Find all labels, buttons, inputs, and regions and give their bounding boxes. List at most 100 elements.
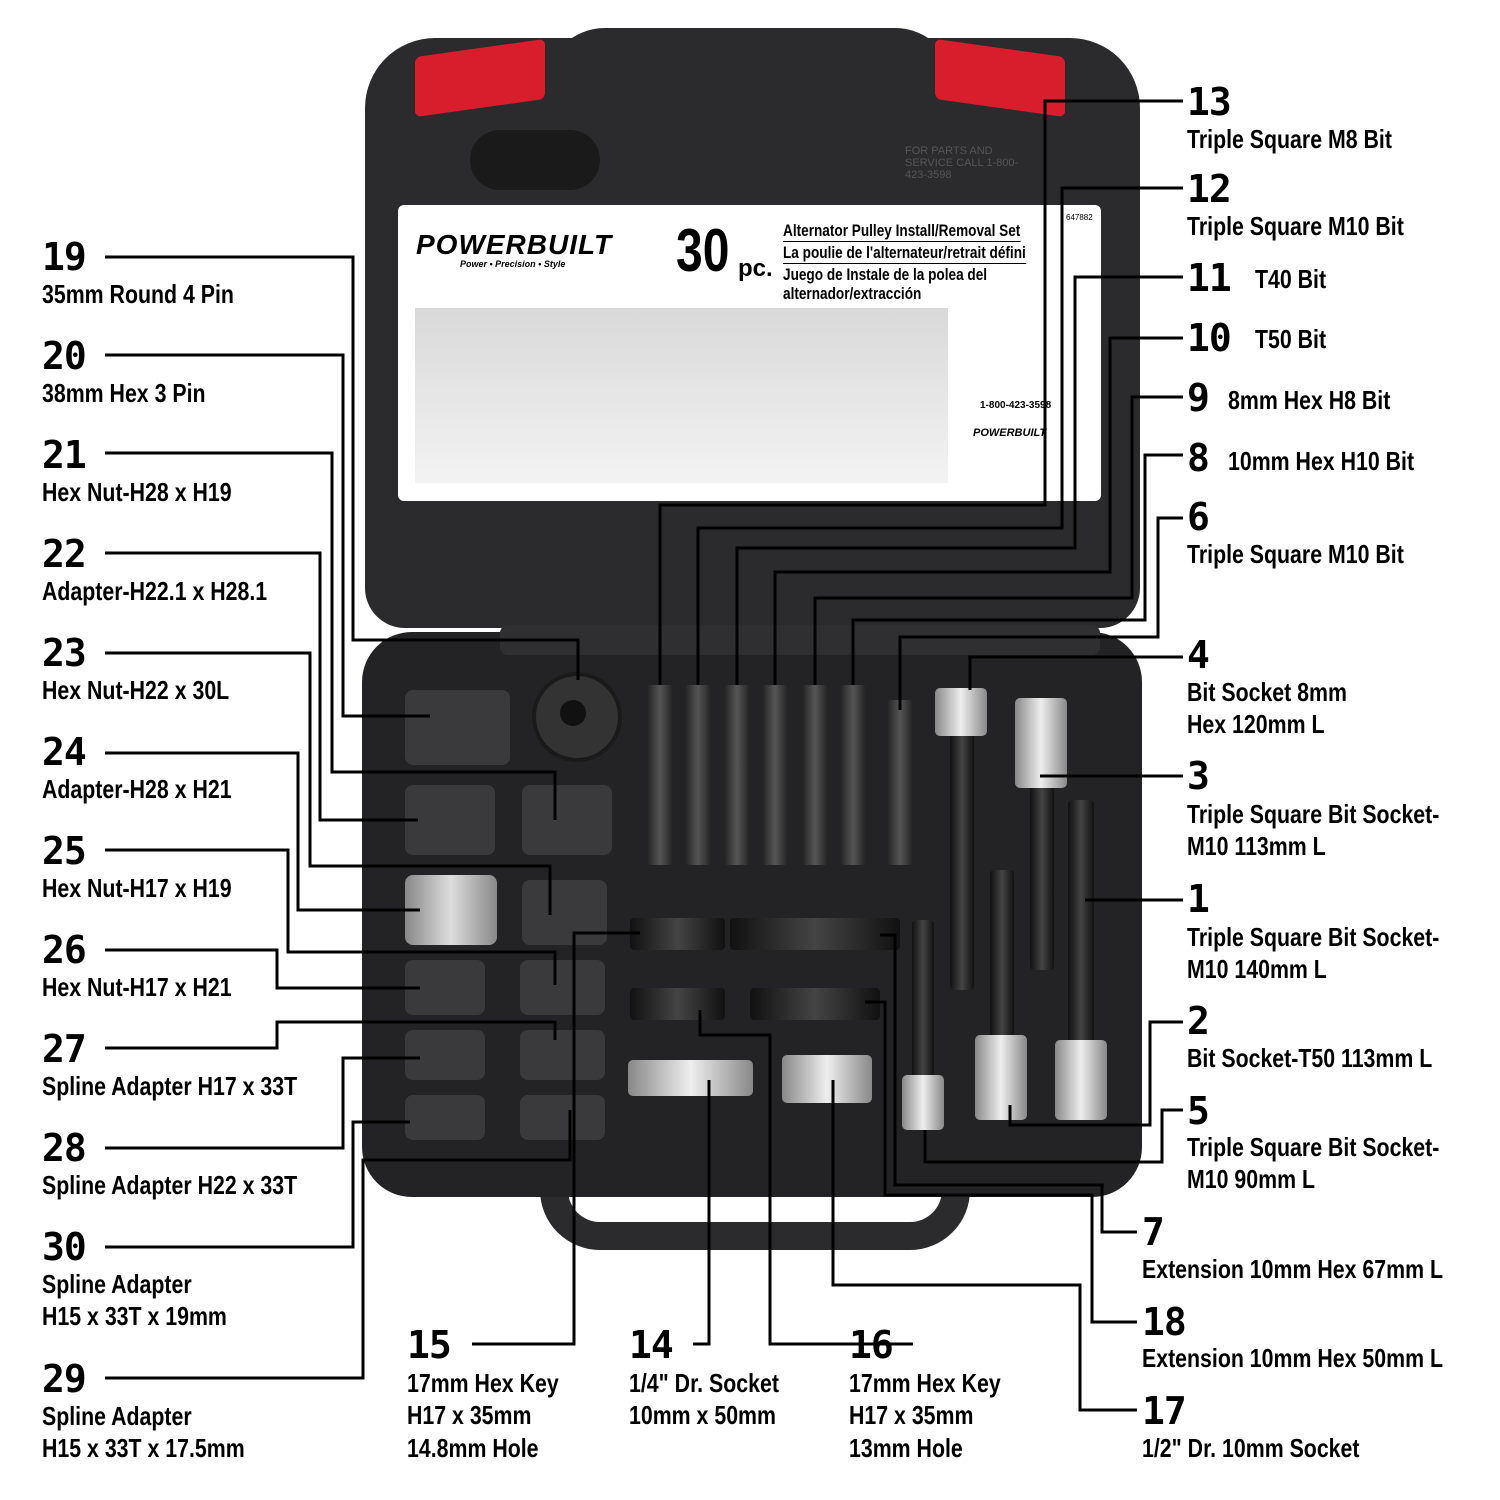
leader-22 — [105, 551, 418, 822]
bit-socket-4-shaft — [950, 730, 974, 990]
callout-4-label-1: Bit Socket 8mm — [1187, 677, 1347, 707]
bit-8 — [840, 685, 866, 865]
callout-26-number: 26 — [42, 928, 87, 972]
callout-19-number: 19 — [42, 235, 87, 279]
leader-5 — [923, 1108, 1183, 1164]
title-en: Alternator Pulley Install/Removal Set — [783, 221, 1021, 242]
bit-11 — [724, 685, 750, 865]
product-photo — [415, 308, 948, 483]
lid-recess — [470, 130, 600, 190]
leader-16 — [698, 1010, 913, 1346]
hex-key-16 — [630, 988, 725, 1020]
leader-7 — [880, 933, 1137, 1234]
callout-5-label-1: Triple Square Bit Socket- — [1187, 1132, 1440, 1162]
callout-23-label: Hex Nut-H22 x 30L — [42, 675, 230, 705]
callout-21-label: Hex Nut-H28 x H19 — [42, 477, 232, 507]
adapter-21 — [522, 785, 612, 855]
leader-27 — [105, 1020, 557, 1050]
callout-6-label: Triple Square M10 Bit — [1187, 539, 1404, 569]
callout-11-label: T40 Bit — [1255, 264, 1327, 294]
callout-3-number: 3 — [1187, 754, 1210, 798]
leader-17 — [831, 1080, 1137, 1412]
bit-6 — [887, 700, 913, 865]
callout-2-label: Bit Socket-T50 113mm L — [1187, 1043, 1433, 1073]
callout-12-number: 12 — [1187, 167, 1232, 211]
callout-23-number: 23 — [42, 631, 87, 675]
brand-logo-small: POWERBUILT — [973, 427, 1047, 439]
leader-18 — [865, 1000, 1137, 1324]
piece-unit: pc. — [738, 255, 773, 282]
callout-29-number: 29 — [42, 1357, 87, 1401]
case-hinge — [500, 625, 1100, 655]
bit-socket-1-shaft — [1068, 800, 1094, 1060]
leader-2 — [1008, 1020, 1183, 1127]
leader-20 — [105, 353, 430, 718]
extension-18 — [750, 988, 880, 1020]
callout-13-number: 13 — [1187, 80, 1232, 124]
warranty-phone: 1-800-423-3598 — [980, 400, 1052, 411]
callout-30-label-1: Spline Adapter — [42, 1269, 192, 1299]
callout-10-number: 10 — [1187, 316, 1232, 360]
callout-21-number: 21 — [42, 433, 87, 477]
extension-7 — [730, 918, 900, 950]
callout-8-label: 10mm Hex H10 Bit — [1228, 446, 1415, 476]
callout-15-label-1: 17mm Hex Key — [407, 1368, 559, 1398]
bit-socket-2-shaft — [990, 870, 1014, 1040]
callout-22-label: Adapter-H22.1 x H28.1 — [42, 576, 268, 606]
leader-6 — [898, 516, 1183, 710]
callout-25-number: 25 — [42, 829, 87, 873]
callout-9-label: 8mm Hex H8 Bit — [1228, 385, 1391, 415]
callout-29-label-1: Spline Adapter — [42, 1401, 192, 1431]
bit-socket-3-shaft — [1030, 770, 1054, 970]
callout-30-number: 30 — [42, 1225, 87, 1269]
bit-socket-4 — [935, 688, 987, 736]
callout-28-label: Spline Adapter H22 x 33T — [42, 1170, 298, 1200]
leader-21 — [105, 451, 557, 820]
adapter-29 — [520, 1095, 605, 1140]
leader-15 — [472, 931, 640, 1346]
callout-27-number: 27 — [42, 1027, 87, 1071]
lid-service-text: FOR PARTS AND SERVICE CALL 1-800-423-359… — [905, 145, 1019, 181]
callout-11-number: 11 — [1187, 256, 1232, 300]
bit-10 — [762, 685, 788, 865]
callout-8-number: 8 — [1187, 436, 1210, 480]
leader-11 — [735, 275, 1183, 685]
callout-22-number: 22 — [42, 532, 87, 576]
bit-socket-1 — [1055, 1040, 1107, 1120]
callout-17-label: 1/2" Dr. 10mm Socket — [1142, 1433, 1360, 1463]
adapter-24 — [405, 875, 497, 945]
leader-13 — [658, 99, 1183, 685]
callout-3-label-1: Triple Square Bit Socket- — [1187, 799, 1440, 829]
callout-20-label: 38mm Hex 3 Pin — [42, 378, 206, 408]
leader-line-group — [105, 99, 1183, 1412]
adapter-27 — [520, 1030, 605, 1080]
socket-14 — [628, 1060, 753, 1096]
brand-tagline: Power • Precision • Style — [460, 259, 566, 269]
callout-20-number: 20 — [42, 334, 87, 378]
callout-15-number: 15 — [407, 1323, 452, 1367]
callout-14-label-1: 1/4" Dr. Socket — [629, 1368, 779, 1398]
callout-10-label: T50 Bit — [1255, 324, 1327, 354]
bit-13 — [647, 685, 673, 865]
leader-24 — [105, 751, 420, 912]
callout-14-number: 14 — [629, 1323, 674, 1367]
callout-1-label-1: Triple Square Bit Socket- — [1187, 922, 1440, 952]
model-number: 647882 — [1066, 213, 1093, 222]
callout-17-number: 17 — [1142, 1389, 1187, 1433]
callout-16-label-1: 17mm Hex Key — [849, 1368, 1001, 1398]
callout-13-label: Triple Square M8 Bit — [1187, 124, 1392, 154]
piece-count: 30 — [676, 217, 730, 284]
leader-8 — [851, 453, 1183, 685]
callout-5-label-2: M10 90mm L — [1187, 1164, 1315, 1194]
adapter-22 — [405, 785, 495, 855]
adapter-30 — [405, 1095, 485, 1140]
leader-19 — [105, 255, 580, 680]
adapter-20 — [405, 690, 510, 765]
adapter-28 — [405, 1030, 485, 1080]
bit-12 — [685, 685, 711, 865]
callout-16-label-3: 13mm Hole — [849, 1433, 963, 1463]
leader-14 — [693, 1080, 711, 1346]
callout-2-number: 2 — [1187, 999, 1210, 1043]
callout-12-label: Triple Square M10 Bit — [1187, 211, 1404, 241]
